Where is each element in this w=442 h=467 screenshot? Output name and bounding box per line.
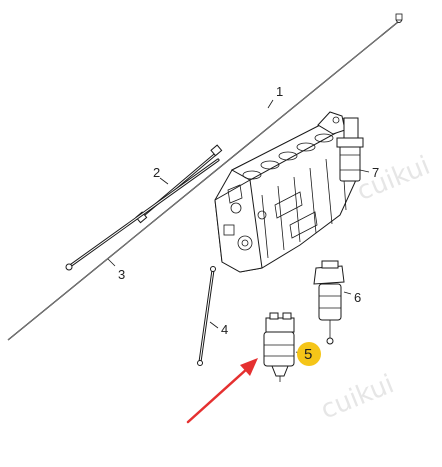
callout-2: 2 (153, 165, 160, 180)
part-3-rod (65, 158, 220, 271)
callout-1: 1 (276, 84, 283, 99)
callout-6: 6 (354, 290, 361, 305)
part-4-rod (197, 266, 216, 366)
part-5-filter (263, 312, 295, 382)
watermark-top: cuikui (353, 151, 435, 207)
callout-4: 4 (221, 322, 228, 337)
pointer-arrow (186, 358, 258, 424)
engine-block (214, 111, 357, 273)
callout-5-badge: 5 (297, 342, 321, 366)
callout-3: 3 (118, 267, 125, 282)
part-7-filter (336, 117, 370, 182)
callout-5: 5 (304, 346, 312, 363)
part-6-fuel-filter (313, 260, 352, 345)
callout-7: 7 (372, 165, 379, 180)
part-1-long-line (7, 13, 403, 341)
watermark-bottom: cuikui (317, 369, 399, 425)
